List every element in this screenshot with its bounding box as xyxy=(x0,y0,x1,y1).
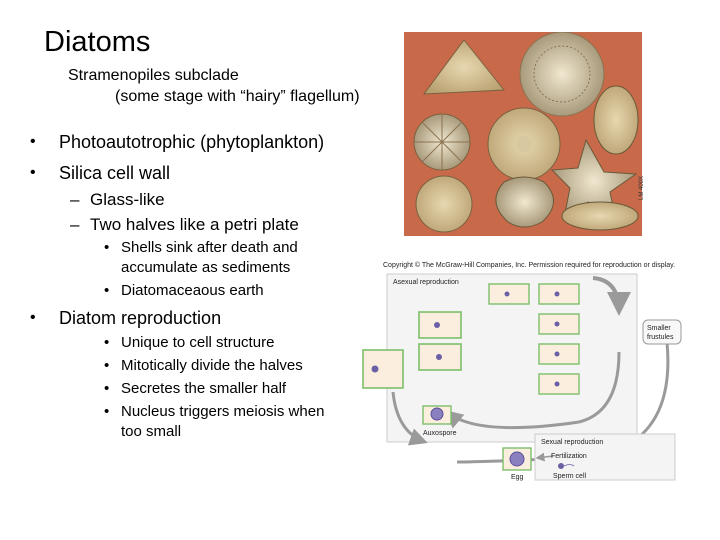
reproduction-diagram: Asexual reproduction Smaller frustules xyxy=(357,272,690,484)
diatom-micrograph xyxy=(404,32,642,236)
sub-glass-like: Glass-like xyxy=(90,190,165,209)
smaller-label: Smaller xyxy=(647,325,671,332)
slide-subtitle-line-2: (some stage with “hairy” flagellum) xyxy=(115,88,360,105)
repro-item-secretes: Secretes the smaller half xyxy=(121,380,287,397)
fertilization-label: Fertilization xyxy=(551,453,587,460)
subsub-marker: • xyxy=(104,334,110,351)
bullet-silica-cell-wall: Silica cell wall xyxy=(59,163,171,183)
subsub-diatomaceous-earth: Diatomaceaous earth xyxy=(121,282,264,299)
sperm-label: Sperm cell xyxy=(553,473,587,480)
subsub-marker: • xyxy=(104,282,110,299)
subsub-marker: • xyxy=(104,403,110,420)
copyright-notice: Copyright © The McGraw-Hill Companies, I… xyxy=(383,262,676,269)
dash-marker: – xyxy=(70,190,80,209)
bullet-photoautotrophic: Photoautotrophic (phytoplankton) xyxy=(59,132,325,152)
subsub-marker: • xyxy=(104,239,110,256)
photo-credit: LM 400X xyxy=(639,175,645,200)
auxospore-label: Auxospore xyxy=(423,430,457,437)
frustules-label: frustules xyxy=(647,334,674,341)
bullet-marker: • xyxy=(30,164,36,181)
sub-two-halves: Two halves like a petri plate xyxy=(90,215,299,234)
dash-marker: – xyxy=(70,215,80,234)
repro-item-nucleus-meiosis: Nucleus triggers meiosis when too small xyxy=(121,403,325,440)
bullet-marker: • xyxy=(30,309,36,326)
bullet-diatom-reproduction: Diatom reproduction xyxy=(59,308,222,328)
subsub-marker: • xyxy=(104,380,110,397)
repro-item-unique: Unique to cell structure xyxy=(121,334,275,351)
bullet-marker: • xyxy=(30,133,36,150)
slide-subtitle-line-1: Stramenopiles subclade xyxy=(68,67,239,84)
repro-item-mitotically: Mitotically divide the halves xyxy=(121,357,303,374)
egg-label: Egg xyxy=(511,474,524,481)
asexual-label: Asexual reproduction xyxy=(393,279,459,286)
sexual-label: Sexual reproduction xyxy=(541,439,603,446)
slide-title: Diatoms xyxy=(44,26,151,58)
subsub-marker: • xyxy=(104,357,110,374)
subsub-shells-sink: Shells sink after death and accumulate a… xyxy=(121,239,298,276)
